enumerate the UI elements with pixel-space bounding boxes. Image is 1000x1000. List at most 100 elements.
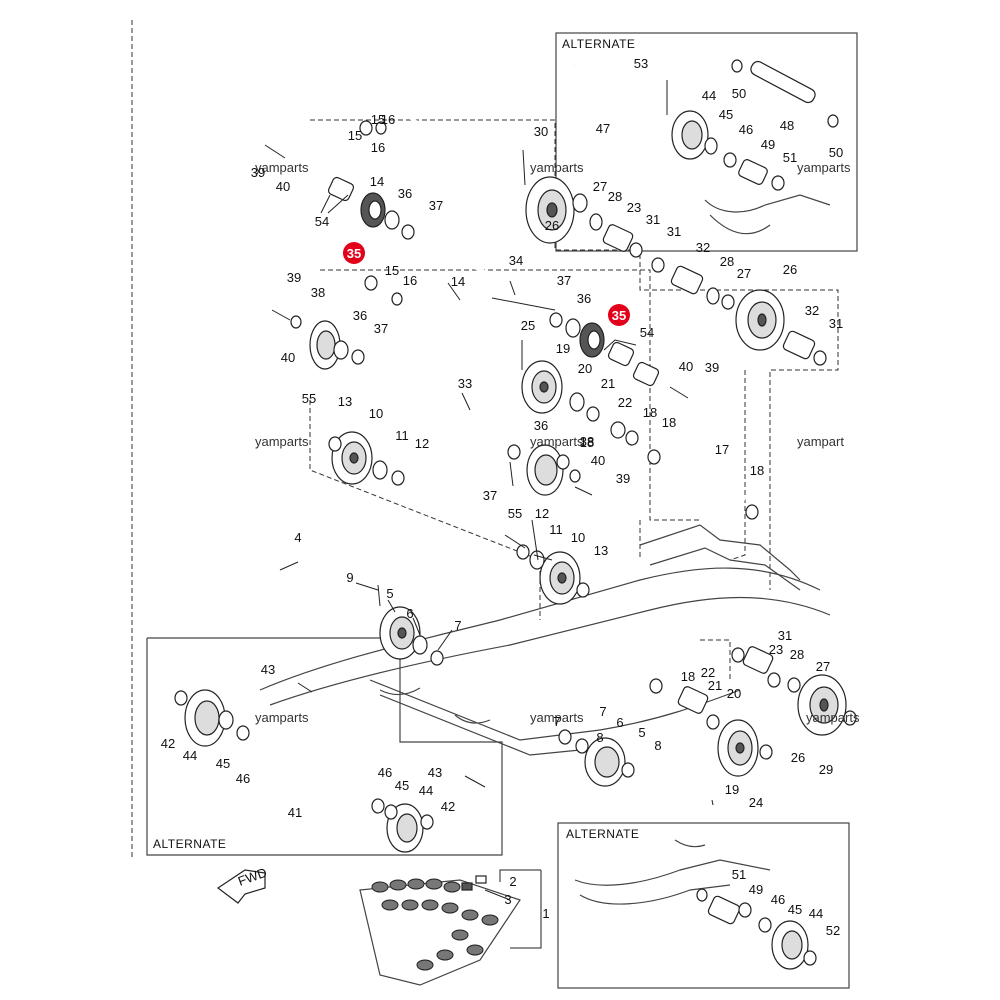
part-label: 39: [287, 270, 301, 285]
part-label: 20: [727, 686, 741, 701]
wheel-19-mid: [521, 360, 563, 414]
watermarks: yamparts yamparts yamparts yampart yampa…: [255, 160, 860, 725]
part-label: 22: [701, 665, 715, 680]
part-label: 14: [370, 174, 384, 189]
part-label: 19: [556, 341, 570, 356]
part-label: 15: [348, 128, 362, 143]
part-label: 22: [618, 395, 632, 410]
part-label: 21: [601, 376, 615, 391]
part-label: 44: [183, 748, 197, 763]
part-label: 31: [778, 628, 792, 643]
part-label: 50: [732, 86, 746, 101]
part-label: 9: [346, 570, 353, 585]
wheel-55-mid: [526, 444, 564, 496]
alternate-box-top-title: ALTERNATE: [562, 37, 635, 51]
part-label: 41: [288, 805, 302, 820]
part-label: 36: [534, 418, 548, 433]
part-label: 10: [571, 530, 585, 545]
part-label: 44: [702, 88, 716, 103]
part-label: 27: [593, 179, 607, 194]
part-label: 15: [385, 263, 399, 278]
part-label: 34: [509, 253, 523, 268]
part-label: 37: [483, 488, 497, 503]
part-label: 27: [816, 659, 830, 674]
part-label: 47: [596, 121, 610, 136]
part-label: 46: [771, 892, 785, 907]
part-label: 33: [458, 376, 472, 391]
part-label: 32: [696, 240, 710, 255]
part-label: 16: [403, 273, 417, 288]
part-label: 42: [161, 736, 175, 751]
watermark: yampart: [797, 434, 844, 449]
alternate-box-left: ALTERNATE: [146, 637, 503, 856]
leader-lines: [279, 194, 714, 949]
part-label: 54: [315, 214, 329, 229]
part-label: 18: [750, 463, 764, 478]
part-label: 48: [780, 118, 794, 133]
watermark: yamparts: [797, 160, 851, 175]
wheel-19-lower: [717, 719, 759, 777]
fwd-arrow: FWD: [216, 865, 269, 904]
part-label: 4: [294, 530, 301, 545]
part-label: 39: [705, 360, 719, 375]
watermark: yamparts: [255, 710, 309, 725]
part-label: 45: [216, 756, 230, 771]
part-label: 13: [338, 394, 352, 409]
part-label: 11: [395, 428, 409, 443]
part-labels: 1 2 3 4 5 5 6 6 7 7 7 8 8 9 10 10 11 11 …: [161, 56, 843, 938]
part-label: 25: [521, 318, 535, 333]
part-label: 28: [608, 189, 622, 204]
part-label: 43: [428, 765, 442, 780]
wheel-10-lower: [539, 551, 581, 605]
part-label: 40: [276, 179, 290, 194]
part-label: 5: [386, 586, 393, 601]
part-label: 26: [545, 218, 559, 233]
washers: [174, 59, 857, 966]
wheel-14-mid: [579, 322, 605, 358]
part-label: 46: [378, 765, 392, 780]
part-label: 55: [508, 506, 522, 521]
alternate-box-left-title: ALTERNATE: [153, 837, 226, 851]
part-label: 1: [542, 906, 549, 921]
part-label: 39: [616, 471, 630, 486]
highlight-marker-35: [608, 304, 630, 326]
part-label: 37: [557, 273, 571, 288]
wheel-44-alt-bottom: [771, 920, 809, 970]
part-label: 42: [441, 799, 455, 814]
part-label: 23: [769, 642, 783, 657]
part-label: 44: [809, 906, 823, 921]
part-label: 44: [419, 783, 433, 798]
watermark: yamparts: [530, 434, 584, 449]
wheel-5: [379, 606, 421, 660]
part-label: 23: [627, 200, 641, 215]
part-label: 36: [577, 291, 591, 306]
part-label: 8: [654, 738, 661, 753]
part-label: 38: [580, 434, 594, 449]
part-label: 45: [719, 107, 733, 122]
part-label: 40: [281, 350, 295, 365]
part-label: 46: [739, 122, 753, 137]
part-label: 11: [549, 522, 563, 537]
wheel-44-alt-top: [671, 110, 709, 160]
part-label: 26: [791, 750, 805, 765]
part-label: 17: [715, 442, 729, 457]
part-label: 6: [406, 606, 413, 621]
part-label: 10: [369, 406, 383, 421]
part-label: 46: [236, 771, 250, 786]
watermark: yamparts: [255, 160, 309, 175]
dashed-guides: [131, 20, 839, 860]
watermark: yamparts: [530, 710, 584, 725]
wheel-44-alt-left: [184, 689, 226, 747]
part-label: 31: [829, 316, 843, 331]
part-label: 31: [646, 212, 660, 227]
part-label: 2: [509, 874, 516, 889]
alternate-box-top: ALTERNATE: [555, 32, 858, 252]
part-label: 5: [638, 725, 645, 740]
part-label: 28: [720, 254, 734, 269]
wheel-26-lower: [797, 674, 847, 736]
part-label: 38: [311, 285, 325, 300]
part-label: 51: [783, 150, 797, 165]
part-label: 12: [535, 506, 549, 521]
part-label: 26: [783, 262, 797, 277]
part-label: 13: [594, 543, 608, 558]
